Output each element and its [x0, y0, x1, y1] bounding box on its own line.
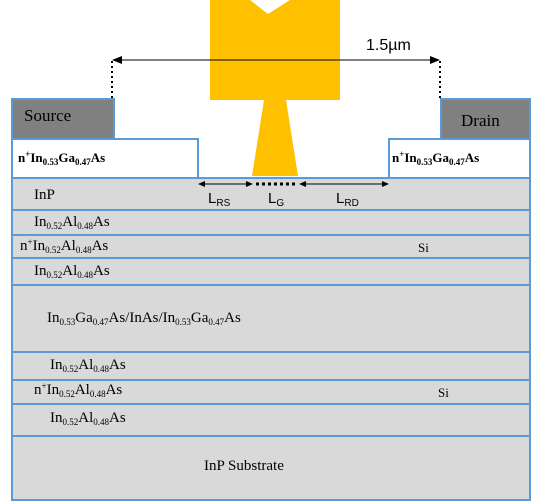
spacer-lower-label: In0.52Al0.48As: [50, 357, 126, 374]
el1: In: [34, 214, 47, 230]
el3: As: [109, 410, 126, 426]
dimension-label: 1.5µm: [366, 37, 411, 54]
el1: In: [50, 357, 63, 373]
lrs-label: LRS: [208, 190, 231, 209]
sub1: 0.52: [59, 389, 75, 399]
b1: In: [162, 310, 176, 326]
sub2: 0.48: [93, 417, 109, 427]
sub1: 0.52: [62, 364, 79, 374]
el3: As: [91, 238, 109, 254]
cap-el2: Ga: [58, 150, 76, 165]
lrd-arrowhead-left: [299, 181, 306, 187]
lg-label: LG: [268, 190, 285, 209]
cap-el2: Ga: [432, 150, 450, 165]
a2: Ga: [75, 310, 93, 326]
el3: As: [93, 263, 110, 279]
cap-sub1: 0.53: [416, 157, 433, 167]
prefix: n: [20, 238, 28, 254]
substrate-label: InP Substrate: [204, 458, 284, 474]
as1: 0.53: [59, 317, 76, 327]
source-contact: [11, 98, 115, 140]
buffer-label: In0.52Al0.48As: [50, 410, 126, 427]
delta-upper-label: n+In0.52Al0.48As: [20, 238, 108, 255]
lg-main: L: [268, 190, 277, 207]
source-cap-label: n+In0.53Ga0.47As: [18, 149, 106, 167]
cap-sub1: 0.53: [42, 157, 59, 167]
cap-el1: In: [30, 150, 43, 165]
barrier-upper-label: In0.52Al0.48As: [34, 214, 110, 231]
el2: Al: [62, 263, 78, 279]
spacer-upper-label: In0.52Al0.48As: [34, 263, 110, 280]
sub2: 0.48: [93, 364, 109, 374]
el1: In: [34, 263, 47, 279]
gate-head: [210, 0, 340, 100]
channel-label: In0.53Ga0.47As/InAs/In0.53Ga0.47As: [47, 310, 241, 327]
cap-prefix: n: [392, 150, 400, 165]
el3: As: [109, 357, 126, 373]
as2: 0.47: [92, 317, 109, 327]
sub1: 0.52: [45, 245, 61, 255]
lrd-arrowhead-right: [382, 181, 389, 187]
lrd-sub: RD: [344, 198, 359, 209]
lrd-main: L: [336, 190, 345, 207]
drain-cap-label: n+In0.53Ga0.47As: [392, 149, 480, 167]
sub1: 0.52: [62, 417, 79, 427]
source-cap-layer: [11, 138, 199, 179]
cap-sup: +: [399, 149, 405, 159]
el2: Al: [74, 382, 90, 398]
si-dopant-upper: Si: [418, 240, 429, 255]
el3: As: [105, 382, 123, 398]
sub2: 0.48: [77, 221, 93, 231]
drain-label: Drain: [461, 111, 500, 130]
bs2: 0.47: [208, 317, 225, 327]
sub1: 0.52: [46, 221, 63, 231]
sub1: 0.52: [46, 270, 63, 280]
si-dopant-lower: Si: [438, 385, 449, 400]
sub2: 0.48: [89, 389, 106, 399]
dimension-arrowhead-right: [430, 56, 440, 64]
sup: +: [27, 237, 33, 247]
sub2: 0.48: [75, 245, 92, 255]
el2: Al: [62, 214, 78, 230]
gate-stem: [252, 100, 298, 176]
lrs-sub: RS: [216, 198, 231, 209]
lrs-arrowhead-right: [246, 181, 253, 187]
lrs-arrowhead-left: [198, 181, 205, 187]
dimension-arrowhead-left: [112, 56, 122, 64]
drain-cap-layer: [388, 138, 531, 179]
sup: +: [41, 381, 47, 391]
epi-stack-body: [11, 177, 531, 501]
lrs-main: L: [208, 190, 217, 207]
el2: Al: [60, 238, 76, 254]
a3: As/InAs/: [108, 310, 163, 326]
cap-el1: In: [404, 150, 417, 165]
cap-prefix: n: [18, 150, 26, 165]
prefix: n: [34, 382, 42, 398]
source-label: Source: [24, 106, 72, 125]
b3: As: [224, 310, 241, 326]
lg-sub: G: [276, 198, 285, 209]
el2: Al: [78, 410, 94, 426]
b2: Ga: [190, 310, 209, 326]
inp-cap-label: InP: [34, 187, 55, 203]
el1: In: [32, 238, 46, 254]
drain-contact: [440, 98, 531, 140]
delta-lower-label: n+In0.52Al0.48As: [34, 382, 122, 399]
cap-sub2: 0.47: [449, 157, 465, 167]
cap-sup: +: [25, 149, 31, 159]
a1: In: [47, 310, 60, 326]
lrd-label: LRD: [336, 190, 359, 209]
cap-el3: As: [464, 150, 480, 165]
cap-sub2: 0.47: [75, 157, 91, 167]
el1: In: [50, 410, 63, 426]
el3: As: [93, 214, 110, 230]
cap-el3: As: [90, 150, 106, 165]
sub2: 0.48: [77, 270, 93, 280]
el2: Al: [78, 357, 94, 373]
bs1: 0.53: [175, 317, 191, 327]
el1: In: [46, 382, 60, 398]
